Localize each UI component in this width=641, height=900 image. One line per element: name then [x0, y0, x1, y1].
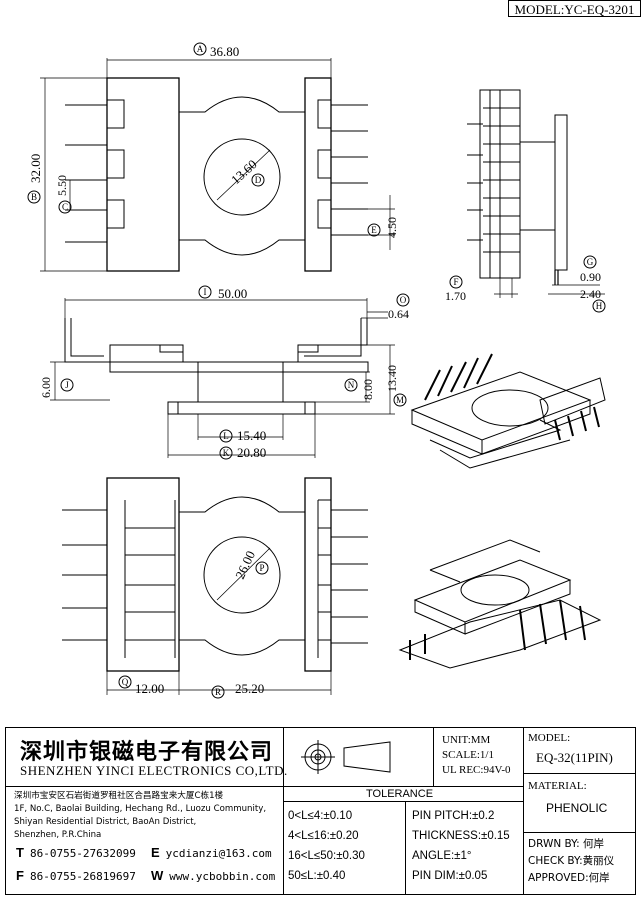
address-en-line: 1F, No.C, Baolai Building, Hechang Rd., … [14, 804, 267, 814]
tolerance-item: 0<L≤4:±0.10 [288, 810, 353, 822]
dim-letter: E [371, 225, 377, 235]
dim-E-value: 4.50 [385, 217, 399, 238]
front-view: I 50.00 O 0.64 J 6.00 N 8.00 M 13.40 L 1… [39, 285, 410, 460]
dim-C-value: 5.50 [55, 175, 69, 196]
dim-letter: L [223, 431, 229, 441]
title-block: 深圳市银磁电子有限公司 SHENZHEN YINCI ELECTRONICS C… [5, 727, 636, 895]
checked-by: CHECK BY:黄丽仪 [528, 855, 615, 867]
dim-letter: O [400, 295, 407, 305]
top-view: A 36.80 B 32.00 C 5.50 13.60 D E 4.50 [27, 42, 399, 272]
dim-R-value: 25.20 [235, 681, 264, 696]
company-name-en: SHENZHEN YINCI ELECTRONICS CO,LTD. [20, 763, 288, 778]
projection-symbol-icon [301, 740, 391, 774]
dim-letter: P [259, 563, 264, 573]
dim-I-value: 50.00 [218, 286, 247, 301]
technical-drawing: A 36.80 B 32.00 C 5.50 13.60 D E 4.50 F [27, 42, 606, 699]
tolerance-item: 4<L≤16:±0.20 [288, 830, 359, 842]
material-value: PHENOLIC [546, 801, 608, 815]
tolerance-item: ANGLE:±1° [412, 850, 472, 862]
tolerance-item: PIN DIM:±0.05 [412, 870, 488, 882]
dim-letter: B [31, 192, 37, 202]
drawn-by: DRWN BY: 何岸 [528, 838, 605, 850]
tolerances-left: 0<L≤4:±0.10 4<L≤16:±0.20 16<L≤50:±0.30 5… [288, 806, 365, 886]
dim-H-value: 2.40 [580, 287, 601, 301]
tolerances-right: PIN PITCH:±0.2 THICKNESS:±0.15 ANGLE:±1°… [412, 806, 510, 886]
address-en-line: Shiyan Residential District, BaoAn Distr… [14, 817, 197, 827]
dim-letter: Q [122, 677, 129, 687]
model-label: MODEL: [528, 732, 571, 744]
dim-K-value: 20.80 [237, 445, 266, 460]
dim-letter: I [204, 287, 207, 297]
material-label: MATERIAL: [528, 780, 587, 792]
dim-B-value: 32.00 [28, 154, 43, 183]
dim-letter: K [223, 448, 230, 458]
isometric-view-bottom [398, 539, 602, 669]
dim-Q-value: 12.00 [135, 681, 164, 696]
dim-L-value: 15.40 [237, 428, 266, 443]
dim-letter: F [453, 277, 458, 287]
dim-O-value: 0.64 [388, 307, 409, 321]
model-value: EQ-32(11PIN) [536, 750, 613, 765]
tolerance-item: 16<L≤50:±0.30 [288, 850, 365, 862]
approved-by: APPROVED:何岸 [528, 872, 610, 884]
dim-letter: J [65, 380, 69, 390]
scale-text: SCALE:1/1 [442, 749, 494, 761]
dim-G-value: 0.90 [580, 270, 601, 284]
address: 深圳市宝安区石岩街道罗租社区合昌路宝来大厦C栋1楼 1F, No.C, Baol… [14, 790, 279, 842]
side-view: F 1.70 G 0.90 2.40 H [445, 89, 606, 313]
approval-block: DRWN BY: 何岸 CHECK BY:黄丽仪 APPROVED:何岸 [528, 836, 614, 887]
dim-letter: D [255, 175, 262, 185]
unit-text: UNIT:MM [442, 734, 491, 746]
isometric-view-top [410, 353, 606, 469]
dim-letter: N [348, 380, 355, 390]
dim-letter: G [587, 257, 594, 267]
tolerance-item: 50≤L:±0.40 [288, 870, 346, 882]
dim-letter: H [596, 301, 603, 311]
dim-P-value: 26.00 [232, 548, 258, 581]
dim-letter: R [215, 687, 221, 697]
company-name-cn: 深圳市银磁电子有限公司 [20, 740, 274, 765]
dim-letter: M [396, 395, 404, 405]
address-en-line: Shenzhen, P.R.China [14, 830, 102, 840]
tolerance-item: PIN PITCH:±0.2 [412, 810, 495, 822]
dim-J-value: 6.00 [39, 377, 53, 398]
dim-F-value: 1.70 [445, 289, 466, 303]
ul-text: UL REC:94V-0 [442, 764, 511, 776]
dim-letter: C [62, 202, 68, 212]
dim-letter: A [197, 44, 204, 54]
tolerance-title: TOLERANCE [366, 788, 434, 800]
dim-N-value: 8.00 [361, 379, 375, 400]
bottom-view: 26.00 P Q 12.00 R 25.20 [62, 477, 368, 699]
dim-A-value: 36.80 [210, 44, 239, 59]
tolerance-item: THICKNESS:±0.15 [412, 830, 510, 842]
dim-M-value: 13.40 [385, 365, 399, 392]
address-cn: 深圳市宝安区石岩街道罗租社区合昌路宝来大厦C栋1楼 [14, 791, 224, 801]
